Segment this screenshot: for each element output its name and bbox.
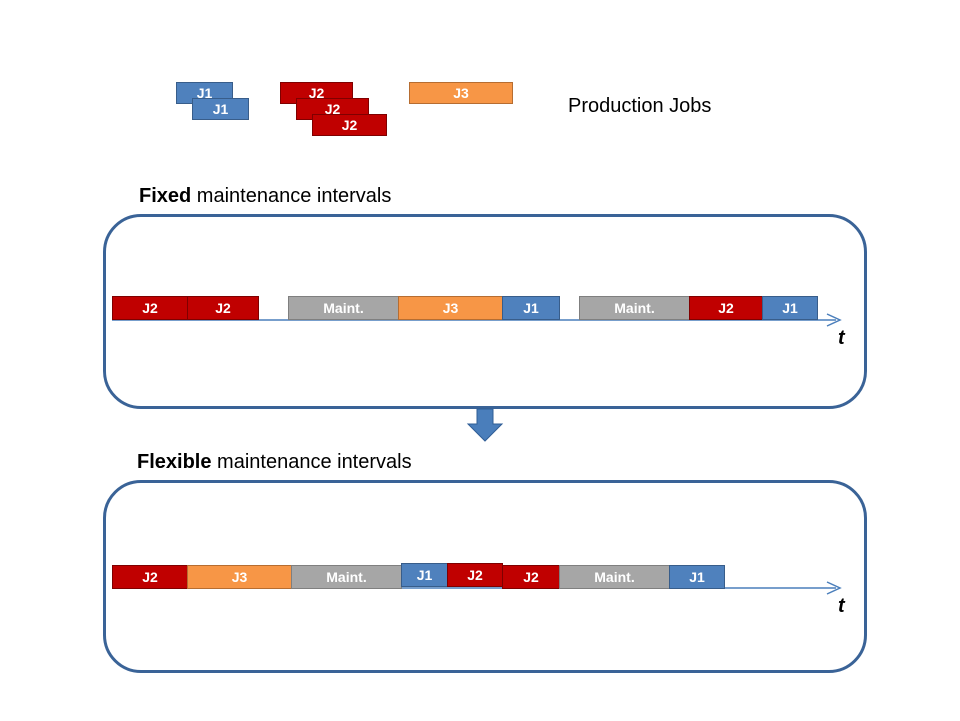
fixed-title-bold: Fixed <box>139 185 192 207</box>
flexible-block-j3: J3 <box>187 565 292 589</box>
flexible-block-j2: J2 <box>447 563 503 587</box>
legend-job-j2-front: J2 <box>312 114 387 136</box>
flexible-block-j2: J2 <box>502 565 560 589</box>
flexible-block-maintenance: Maint. <box>559 565 670 589</box>
flexible-title-rest: maintenance intervals <box>211 451 412 473</box>
flexible-block-j1: J1 <box>669 565 725 589</box>
fixed-block-j1: J1 <box>502 296 560 320</box>
fixed-block-maintenance: Maint. <box>288 296 399 320</box>
flexible-title-bold: Flexible <box>137 451 212 473</box>
transition-down-arrow <box>466 408 504 442</box>
fixed-title-rest: maintenance intervals <box>191 185 392 207</box>
legend-label: Production Jobs <box>568 95 712 117</box>
flexible-axis-label: t <box>838 595 845 617</box>
fixed-block-j1: J1 <box>762 296 818 320</box>
fixed-block-j2: J2 <box>187 296 259 320</box>
fixed-axis-arrowhead <box>826 313 842 327</box>
fixed-title: Fixed maintenance intervals <box>139 185 391 208</box>
fixed-panel <box>103 214 867 409</box>
flexible-block-j2: J2 <box>112 565 188 589</box>
legend-job-j1-front: J1 <box>192 98 249 120</box>
fixed-axis-label: t <box>838 327 845 349</box>
flexible-axis-arrowhead <box>826 581 842 595</box>
fixed-block-maintenance: Maint. <box>579 296 690 320</box>
legend-job-j3: J3 <box>409 82 513 104</box>
fixed-block-j2: J2 <box>689 296 763 320</box>
flexible-title: Flexible maintenance intervals <box>137 451 412 474</box>
fixed-block-j2: J2 <box>112 296 188 320</box>
flexible-panel <box>103 480 867 673</box>
flexible-block-j1: J1 <box>401 563 448 587</box>
flexible-block-maintenance: Maint. <box>291 565 402 589</box>
fixed-block-j3: J3 <box>398 296 503 320</box>
